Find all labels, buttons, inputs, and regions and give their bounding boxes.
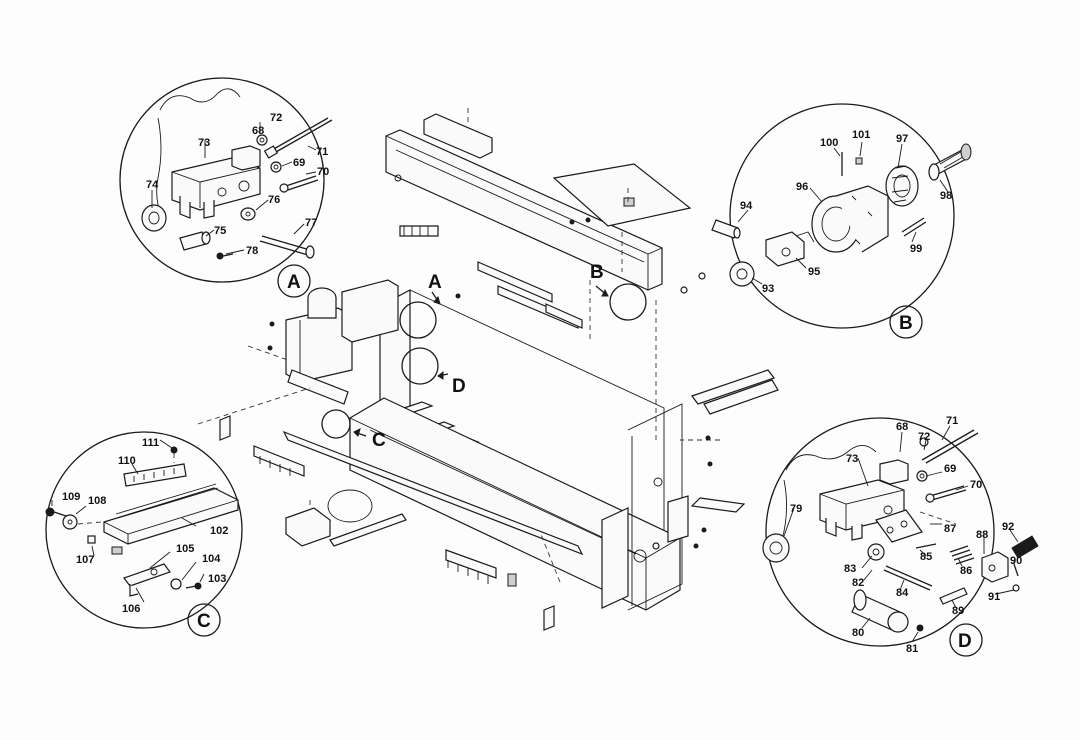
callout-b: B (590, 262, 604, 283)
part-number: 70 (317, 166, 329, 178)
part-number: 69 (944, 463, 956, 475)
part-number: 99 (910, 243, 922, 255)
part-number: 72 (270, 112, 282, 124)
part-number: 98 (940, 190, 952, 202)
callout-a: A (428, 272, 442, 293)
part-number: 84 (896, 587, 909, 599)
part-number: 88 (976, 529, 988, 541)
part-number: 71 (946, 415, 958, 427)
part-number: 68 (252, 125, 264, 137)
part-number: 76 (268, 194, 280, 206)
part-number: 94 (740, 200, 753, 212)
part-number: 91 (988, 591, 1000, 603)
detail-label-d: D (958, 631, 972, 652)
detail-label-a: A (287, 272, 301, 293)
part-number: 74 (146, 179, 159, 191)
part-number: 86 (960, 565, 972, 577)
part-number: 92 (1002, 521, 1014, 533)
part-number: 68 (896, 421, 908, 433)
part-number: 75 (214, 225, 226, 237)
part-number: 106 (122, 603, 140, 615)
part-number: 110 (118, 455, 136, 467)
part-number: 71 (316, 146, 328, 158)
part-number: 77 (305, 217, 317, 229)
part-number: 107 (76, 554, 94, 566)
part-number: 96 (796, 181, 808, 193)
detail-circle-b: 100 101 97 98 96 94 99 95 93 B (711, 103, 972, 339)
part-number: 111 (142, 437, 159, 449)
part-number: 72 (918, 431, 930, 443)
detail-label-c: C (197, 611, 211, 632)
part-number: 102 (210, 525, 228, 537)
part-number: 90 (1010, 555, 1022, 567)
part-number: 80 (852, 627, 864, 639)
callout-c: C (372, 430, 386, 451)
part-number: 97 (896, 133, 908, 145)
detail-label-badge-d (949, 623, 983, 657)
part-number: 104 (202, 553, 221, 565)
part-number: 105 (176, 543, 194, 555)
detail-label-badge-a (277, 264, 311, 298)
part-number: 70 (970, 479, 982, 491)
detail-label-badge-c (187, 603, 221, 637)
main-assembly: A D C B (197, 108, 779, 631)
part-number: 73 (198, 137, 210, 149)
part-number: 108 (88, 495, 106, 507)
part-number: 89 (952, 605, 964, 617)
part-number: 79 (790, 503, 802, 515)
part-number: 103 (208, 573, 226, 585)
part-number: 82 (852, 577, 864, 589)
part-number: 101 (852, 129, 870, 141)
part-number: 100 (820, 137, 838, 149)
detail-label-b: B (899, 313, 913, 334)
detail-label-badge-b (889, 305, 923, 339)
part-number: 73 (846, 453, 858, 465)
detail-circle-d: 68 71 72 73 69 70 79 87 88 92 90 83 82 8… (762, 415, 1039, 657)
detail-circle-c: 111 110 109 108 102 107 105 104 103 106 … (45, 431, 243, 637)
part-number: 109 (62, 491, 80, 503)
part-number: 81 (906, 643, 918, 655)
part-number: 87 (944, 523, 956, 535)
part-number: 69 (293, 157, 305, 169)
part-number: 93 (762, 283, 774, 295)
part-number: 85 (920, 551, 932, 563)
callout-d: D (452, 376, 466, 397)
detail-circle-a: 73 68 72 71 69 70 74 76 77 75 78 A (119, 77, 333, 298)
part-number: 95 (808, 266, 820, 278)
part-number: 83 (844, 563, 856, 575)
part-number: 78 (246, 245, 258, 257)
